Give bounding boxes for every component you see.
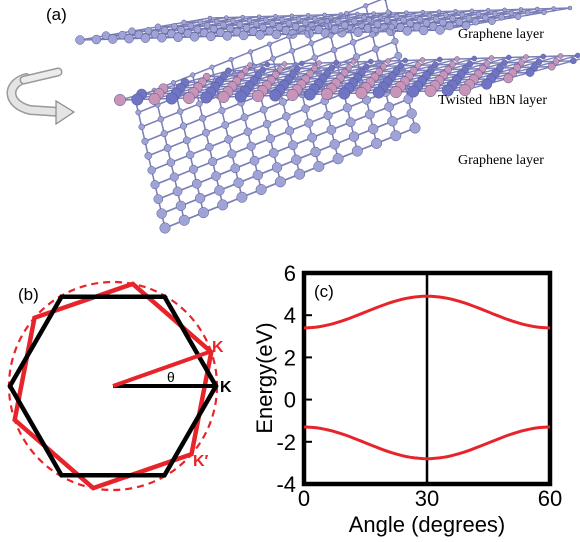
y-tick-label: 0 [284,388,296,413]
y-tick-label: 6 [284,261,296,286]
panel-c-label: (c) [314,282,334,301]
x-tick-label: 0 [298,486,310,511]
y-tick-label: 4 [284,303,296,328]
x-tick-label: 60 [538,486,562,511]
k-prime-label: K′ [193,453,209,470]
y-tick-label: -4 [276,472,296,497]
chart-lines [304,273,550,484]
bottom-graphene-label: Graphene layer [458,153,544,168]
rotated-k-vector [113,351,212,386]
panel-a: (a) Graphene layer Twisted hBN layer Gra… [11,0,580,233]
rotation-arrow-icon [11,72,74,124]
panel-a-label: (a) [46,5,67,24]
y-tick-label: -2 [276,430,296,455]
k-label: K [220,379,232,396]
x-axis-title: Angle (degrees) [349,512,506,537]
k-rotated-label: K [212,339,224,356]
hbn-layer-label: Twisted hBN layer [438,93,547,108]
theta-label: θ [167,369,175,385]
panel-b: (b) θ K K K′ [9,282,232,490]
y-tick-label: 2 [284,345,296,370]
x-tick-label: 30 [415,486,439,511]
top-graphene-label: Graphene layer [458,27,544,42]
y-axis-title: Energy(eV) [252,322,277,433]
panel-b-label: (b) [18,285,39,304]
